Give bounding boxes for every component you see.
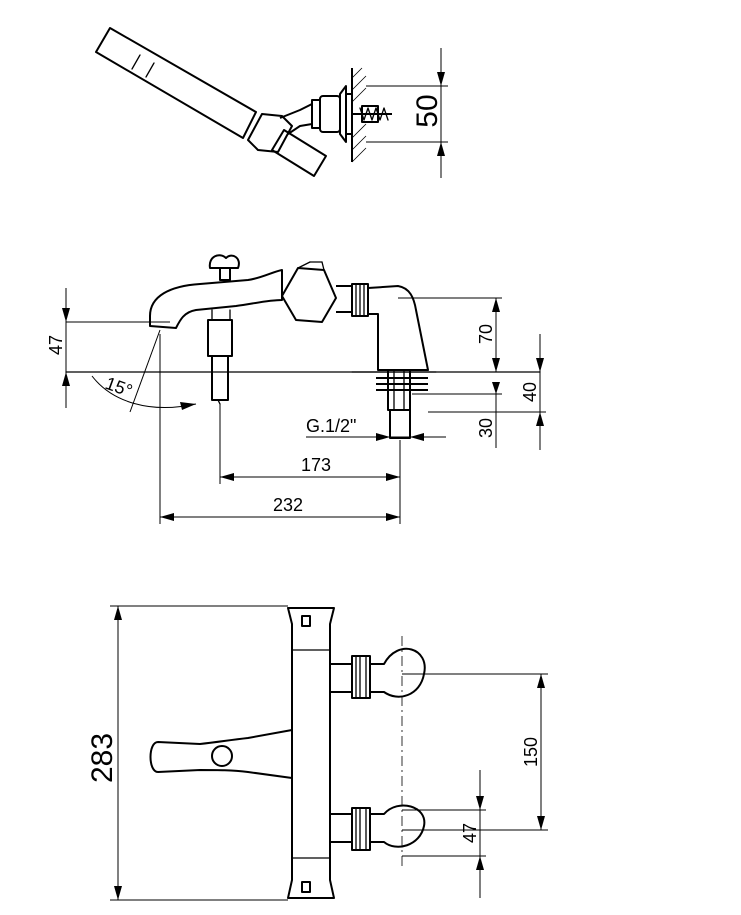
spout-plan <box>149 729 293 779</box>
spout <box>149 269 283 329</box>
dimension-50: 50 <box>366 48 448 178</box>
dimension-150: 150 <box>402 673 548 831</box>
hose-outlet <box>271 129 327 177</box>
dim-232-label: 232 <box>273 495 303 515</box>
wall-hatching <box>351 67 367 163</box>
wall-screw <box>352 105 392 123</box>
dimension-70: 70 <box>398 297 502 372</box>
dimension-283: 283 <box>86 605 288 901</box>
connector-flange <box>376 369 428 439</box>
thread-label: G.1/2" <box>306 416 356 436</box>
inlet-upper <box>330 647 426 699</box>
inlet-lower <box>330 804 426 851</box>
dim-47-front-label: 47 <box>460 823 480 843</box>
mixer-front-view: 283 150 47 <box>86 605 548 901</box>
dimension-232: 232 <box>159 334 400 524</box>
mixer-side-view: 47 15° 70 40 30 <box>46 254 546 524</box>
diverter-plan <box>211 745 233 767</box>
hex-body <box>281 267 337 323</box>
dim-173-label: 173 <box>301 455 331 475</box>
dimension-47-spout: 47 <box>46 288 170 408</box>
dim-50-label: 50 <box>411 94 444 127</box>
diverter-knob <box>208 254 240 281</box>
dimension-30: 30 <box>412 382 502 448</box>
dim-30-label: 30 <box>476 418 496 438</box>
dimension-173: 173 <box>219 404 401 524</box>
diverter-stem <box>207 309 233 405</box>
dimension-47-front: 47 <box>402 770 486 898</box>
dim-70-label: 70 <box>476 324 496 344</box>
dim-47-label: 47 <box>46 335 66 355</box>
shower-handle <box>95 27 257 139</box>
inlet-elbow <box>367 285 429 371</box>
thread-callout: G.1/2" <box>306 416 446 441</box>
dim-283-label: 283 <box>86 733 119 783</box>
swivel-joint <box>247 113 293 153</box>
dim-150-label: 150 <box>521 737 541 767</box>
angle-label: 15° <box>103 373 135 401</box>
hand-shower-view: 50 <box>95 27 448 178</box>
dimension-40: 40 <box>428 334 546 450</box>
dimension-angle: 15° <box>91 329 197 413</box>
dim-40-label: 40 <box>520 382 540 402</box>
mixer-bar <box>287 607 335 899</box>
